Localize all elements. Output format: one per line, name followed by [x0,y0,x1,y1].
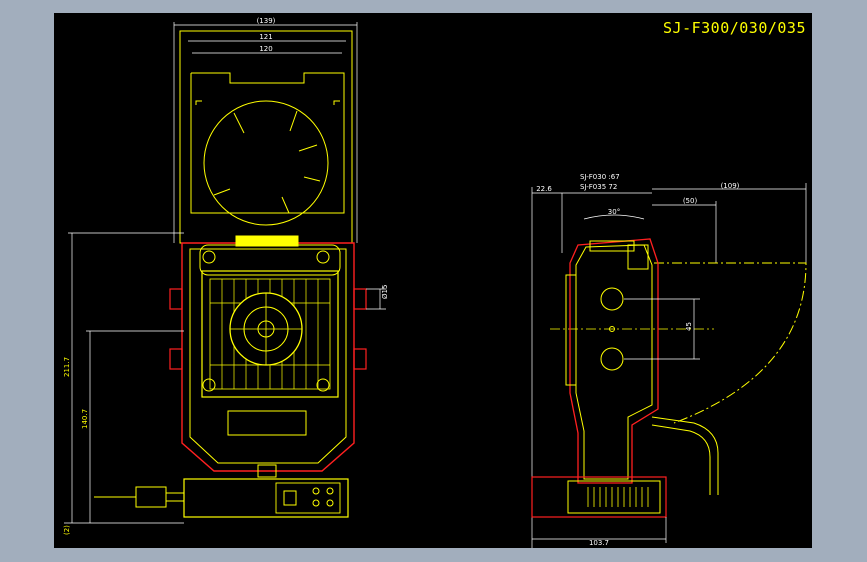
dim-121: 121 [259,33,272,41]
dim-120: 120 [259,45,272,53]
dim-211-7: 211.7 [63,357,71,377]
dim-angle-30: 30° [608,208,620,216]
base-controller [94,478,349,518]
note-line-2: SJ-F035 72 [580,183,617,191]
side-view: 22.6 SJ-F030 :67 SJ-F035 72 (109) (50) 3… [531,173,807,548]
dim-139: (139) [257,17,276,25]
cad-viewport[interactable]: SJ-F300/030/035 (139) 121 120 [54,13,812,548]
dim-50: (50) [683,197,698,205]
dim-knob-diameter: Ø15 [381,285,389,299]
dim-22-6: 22.6 [536,185,552,193]
model-title: SJ-F300/030/035 [663,19,806,37]
front-top-dimensions [173,22,358,243]
front-view: (139) 121 120 [63,17,389,535]
dim-140-7: 140.7 [81,409,89,429]
lamp-head [179,30,353,244]
fan-housing [169,235,367,478]
dim-45: 45 [685,322,693,331]
dim-base-offset: (2) [63,525,71,535]
note-line-1: SJ-F030 :67 [580,173,620,181]
dim-109: (109) [721,182,740,190]
dim-103-7: 103.7 [589,539,609,547]
cad-drawing: SJ-F300/030/035 (139) 121 120 [63,17,807,548]
